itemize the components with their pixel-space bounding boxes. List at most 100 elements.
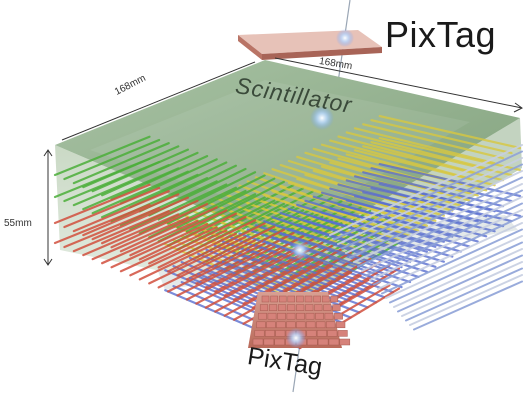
pixtag-pixel: [286, 312, 296, 320]
fiber: [345, 131, 488, 170]
pixtag-pixel: [296, 321, 306, 329]
fiber: [263, 240, 403, 289]
pixtag-pixel: [307, 338, 318, 346]
pixtag-pixel: [317, 338, 329, 346]
fiber: [72, 142, 170, 185]
pixtag-pixel: [305, 304, 314, 311]
pixtag-pixel: [324, 312, 334, 320]
pixtag-pixel: [321, 295, 330, 303]
fiber: [53, 135, 151, 177]
pixtag-pixel: [330, 295, 339, 303]
pixtag-pixel: [266, 321, 276, 329]
fiber: [110, 223, 209, 269]
fiber: [304, 219, 445, 263]
fiber: [185, 228, 285, 281]
pixtag-pixel: [328, 338, 340, 346]
fiber: [91, 196, 189, 241]
hit-glow-lower: [290, 240, 310, 260]
fiber: [362, 171, 505, 208]
pixtag-pixel: [269, 304, 278, 311]
fiber-end: [333, 150, 523, 241]
fiber: [91, 216, 189, 261]
fiber: [110, 203, 209, 249]
fiber: [63, 186, 161, 229]
pixtag-pixel: [264, 330, 275, 337]
fiber: [370, 167, 513, 203]
fiber: [166, 222, 266, 273]
fiber: [129, 229, 228, 277]
fiber: [378, 137, 522, 172]
fiber: [195, 252, 295, 305]
fiber: [82, 213, 180, 257]
fiber: [119, 226, 218, 273]
hit-glow: [310, 106, 334, 130]
pixtag-pixel: [332, 304, 341, 311]
fiber-end: [377, 222, 523, 290]
pixtag-pixel: [296, 304, 305, 311]
pixtag-pixel: [278, 304, 287, 311]
fiber: [148, 189, 247, 239]
fiber: [82, 193, 180, 237]
pixtag-top-board: [238, 29, 382, 60]
fiber: [204, 235, 305, 289]
fiber: [232, 244, 333, 301]
pixtag-pixel: [286, 321, 296, 329]
fiber-end: [401, 261, 523, 317]
fiber-end: [349, 176, 523, 259]
fiber-end: [381, 228, 523, 295]
pixtag-pixel: [326, 321, 336, 329]
fiber: [53, 157, 151, 199]
fiber: [72, 190, 170, 233]
fiber: [82, 167, 180, 211]
fiber: [214, 258, 314, 313]
pixtag-pixel: [258, 312, 267, 320]
pixtag-pixel: [276, 321, 286, 329]
pixtag-pixel: [305, 312, 315, 320]
fiber: [53, 183, 151, 225]
fiber: [101, 219, 199, 265]
fiber-end: [361, 196, 523, 272]
pixtag-pixel: [327, 330, 338, 337]
dimension-lines: [43, 57, 523, 266]
pixtag-pixel: [339, 338, 351, 346]
fiber-end: [373, 215, 523, 286]
pixtag-pixel: [306, 321, 316, 329]
fiber-end: [345, 170, 523, 254]
fiber-end: [389, 241, 523, 304]
fiber: [337, 135, 479, 175]
fiber: [63, 160, 161, 203]
fiber: [129, 209, 228, 257]
fiber: [176, 225, 276, 277]
fiber: [185, 180, 285, 233]
pixtag-top-label: PixTag: [385, 14, 497, 55]
fiber: [166, 242, 266, 293]
fiber: [138, 232, 237, 281]
fiber: [378, 183, 522, 218]
pixtag-pixel: [315, 312, 324, 320]
fiber-end: [409, 274, 523, 326]
fiber: [353, 195, 496, 233]
pixtag-pixel: [261, 295, 270, 303]
pixtag-pixel: [256, 321, 266, 329]
fiber: [148, 215, 247, 265]
fiber: [195, 232, 295, 285]
fiber: [157, 239, 257, 289]
pixtag-pixel: [274, 338, 285, 346]
pixtag-pixel: [259, 304, 269, 311]
fiber: [263, 194, 403, 243]
fiber: [353, 127, 496, 165]
fiber-end: [341, 163, 523, 250]
fiber: [101, 199, 199, 245]
fiber: [378, 114, 522, 150]
fiber: [63, 206, 161, 249]
fiber: [185, 248, 285, 301]
fiber-end: [385, 235, 523, 299]
pixtag-pixel: [306, 330, 317, 337]
fiber-end: [365, 202, 523, 277]
fiber: [378, 163, 522, 198]
pixtag-pixel: [334, 312, 343, 320]
fiber-end: [357, 189, 523, 268]
fiber-end: [413, 280, 523, 331]
pixtag-bottom-board: [248, 292, 351, 348]
fiber: [263, 220, 403, 269]
